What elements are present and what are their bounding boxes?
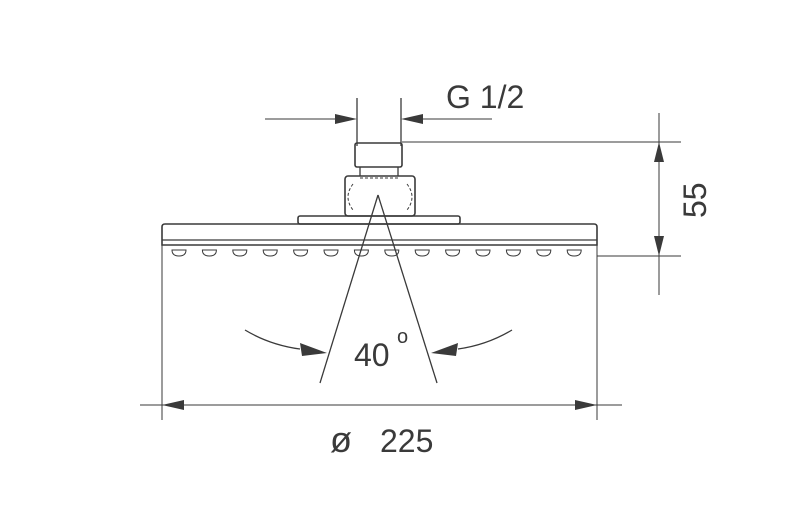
angle-arc-right <box>431 329 513 356</box>
angle-arc-left <box>244 329 327 356</box>
nozzle <box>201 249 217 257</box>
nozzle <box>262 249 278 257</box>
nozzle <box>384 249 400 257</box>
nozzle <box>445 249 461 257</box>
spray-angle-label: 40 <box>354 337 390 373</box>
connector-pipe <box>354 98 403 168</box>
nozzle <box>566 249 582 257</box>
shower-plate <box>161 223 598 246</box>
diameter-label: 225 <box>380 423 433 459</box>
nozzle-row <box>171 249 582 257</box>
thread-dimension <box>265 114 492 124</box>
nozzle <box>475 249 491 257</box>
swivel-nut <box>344 167 416 217</box>
nozzle <box>536 249 552 257</box>
diameter-symbol: ø <box>330 419 352 460</box>
thread-label: G 1/2 <box>446 79 524 115</box>
nozzle <box>293 249 309 257</box>
nozzle <box>505 249 521 257</box>
nozzle <box>232 249 248 257</box>
diameter-dimension <box>140 245 622 420</box>
spray-cone <box>319 194 438 384</box>
height-label: 55 <box>677 182 713 218</box>
base-flange <box>297 215 461 225</box>
nozzle <box>414 249 430 257</box>
degree-symbol: o <box>397 326 408 348</box>
nozzle <box>323 249 339 257</box>
nozzle <box>353 249 369 257</box>
nozzle <box>171 249 187 257</box>
height-dimension <box>402 113 681 295</box>
